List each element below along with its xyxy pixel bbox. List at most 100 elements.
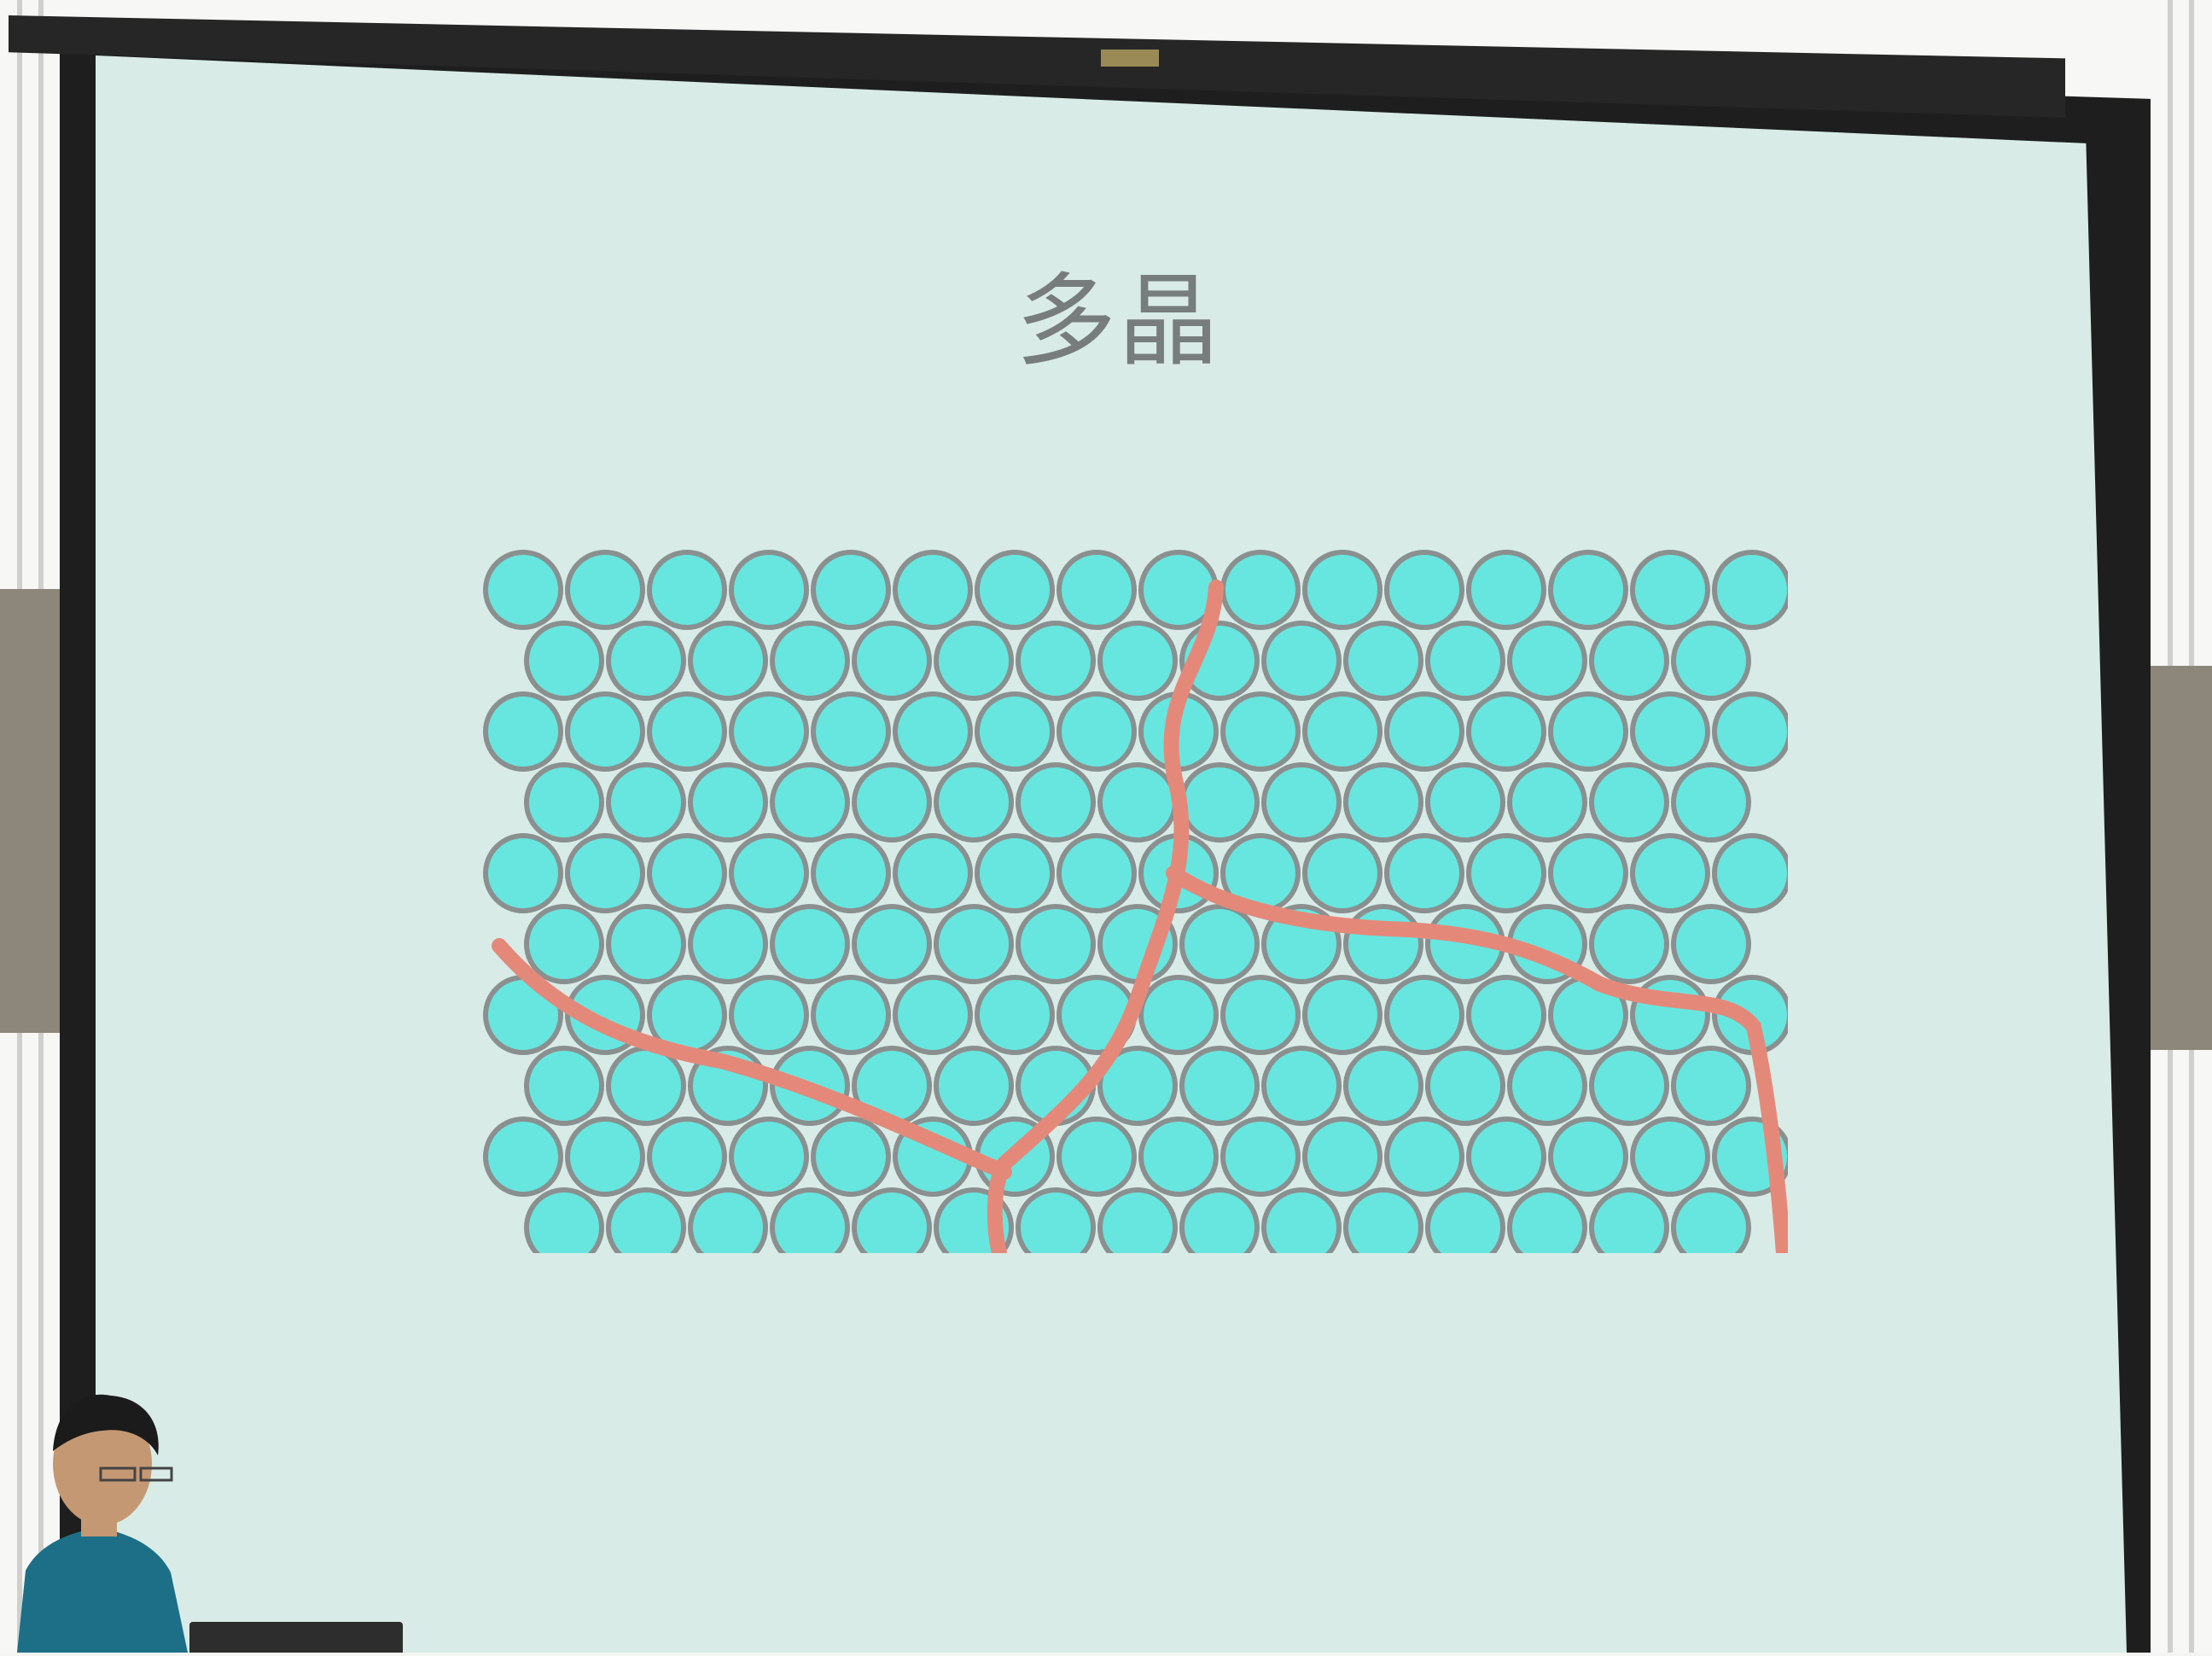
grain-atom — [483, 1117, 563, 1197]
grain-atom — [606, 1046, 686, 1126]
grain-atom — [934, 621, 1014, 701]
grain-atom — [688, 621, 768, 701]
grain-atom — [975, 550, 1055, 630]
grain-atom — [893, 550, 973, 630]
grain-atom — [975, 833, 1055, 913]
grain-atom — [934, 1046, 1014, 1126]
grain-atom — [1302, 691, 1382, 772]
grain-atom — [1343, 1187, 1423, 1253]
grain-atom — [1630, 1117, 1710, 1197]
grain-atom — [1507, 1187, 1587, 1253]
grain-atom — [1548, 833, 1628, 913]
grain-atom — [1016, 1187, 1096, 1253]
grain-atom — [811, 975, 891, 1055]
grain-atom — [1589, 1187, 1669, 1253]
grain-atom — [1179, 904, 1260, 984]
grain-atom — [1057, 691, 1137, 772]
grain-atom — [1343, 904, 1423, 984]
grain-atom — [1384, 975, 1464, 1055]
grain-atom — [893, 975, 973, 1055]
grain-atom — [1016, 762, 1096, 843]
podium — [189, 1622, 403, 1653]
grain-atom — [606, 762, 686, 843]
polycrystal-diagram — [482, 549, 1788, 1253]
grain-atom — [688, 1187, 768, 1253]
grain-atom — [1466, 1117, 1546, 1197]
grain-atom — [1343, 1046, 1423, 1126]
grain-atom — [524, 904, 604, 984]
grain-atom — [1057, 550, 1137, 630]
grain-atom — [1384, 550, 1464, 630]
grain-atom — [1466, 833, 1546, 913]
grain-atom — [1220, 550, 1301, 630]
grain-atom — [606, 621, 686, 701]
grain-atom — [1671, 1187, 1751, 1253]
grain-atom — [893, 691, 973, 772]
grain-atom — [524, 762, 604, 843]
screen-brand-badge — [1101, 50, 1159, 67]
grain-atom — [1507, 1046, 1587, 1126]
grain-atom — [1425, 762, 1505, 843]
grain-atom — [1589, 904, 1669, 984]
grain-atom — [1425, 621, 1505, 701]
presenter-figure — [17, 1394, 188, 1653]
grain-atom — [1343, 762, 1423, 843]
grain-atom — [1179, 762, 1260, 843]
grain-atom — [729, 1117, 809, 1197]
grain-atom — [565, 550, 645, 630]
grain-boundary-right — [1166, 866, 1788, 1253]
grain-atom — [1466, 975, 1546, 1055]
grain-atom — [852, 1187, 932, 1253]
grain-atom — [893, 833, 973, 913]
grain-atom — [565, 691, 645, 772]
grain-atom — [1712, 691, 1788, 772]
grain-atom — [1097, 762, 1178, 843]
grain-atom — [1261, 621, 1342, 701]
grain-atom — [1425, 1187, 1505, 1253]
grain-atom — [1220, 1117, 1301, 1197]
grain-atom — [688, 762, 768, 843]
grain-atom — [811, 833, 891, 913]
grain-atom — [1384, 1117, 1464, 1197]
grain-atom — [1507, 621, 1587, 701]
grain-atom — [1589, 621, 1669, 701]
grain-atom — [1138, 1117, 1219, 1197]
grain-atom — [1179, 1046, 1260, 1126]
grain-atom — [606, 904, 686, 984]
grain-atom — [1016, 621, 1096, 701]
grain-atom — [811, 1117, 891, 1197]
grain-atom — [770, 621, 850, 701]
grain-atom — [647, 550, 727, 630]
grain-atom — [975, 691, 1055, 772]
grain-atom — [811, 691, 891, 772]
grain-atom — [1507, 762, 1587, 843]
grain-boundaries — [492, 580, 1788, 1253]
grain-atom — [811, 550, 891, 630]
grain-atom — [1302, 833, 1382, 913]
grain-atom — [1466, 550, 1546, 630]
grain-atom — [770, 1187, 850, 1253]
grain-atom — [1097, 1187, 1178, 1253]
grain-atom — [729, 975, 809, 1055]
grain-atom — [1261, 762, 1342, 843]
grain-atom — [1712, 833, 1788, 913]
grain-atom — [1425, 1046, 1505, 1126]
grain-atom — [729, 833, 809, 913]
grain-layer — [483, 550, 1788, 1253]
grain-atom — [1343, 621, 1423, 701]
grain-atom — [524, 1187, 604, 1253]
grain-atom — [1548, 1117, 1628, 1197]
grain-atom — [1097, 1046, 1178, 1126]
grain-atom — [647, 1117, 727, 1197]
grain-atom — [606, 1187, 686, 1253]
grain-atom — [934, 762, 1014, 843]
grain-atom — [975, 975, 1055, 1055]
grain-atom — [1671, 762, 1751, 843]
grain-atom — [1384, 691, 1464, 772]
grain-atom — [852, 621, 932, 701]
grain-atom — [483, 691, 563, 772]
grain-atom — [1671, 621, 1751, 701]
presenter — [0, 1349, 273, 1653]
grain-atom — [524, 1046, 604, 1126]
grain-atom — [934, 904, 1014, 984]
